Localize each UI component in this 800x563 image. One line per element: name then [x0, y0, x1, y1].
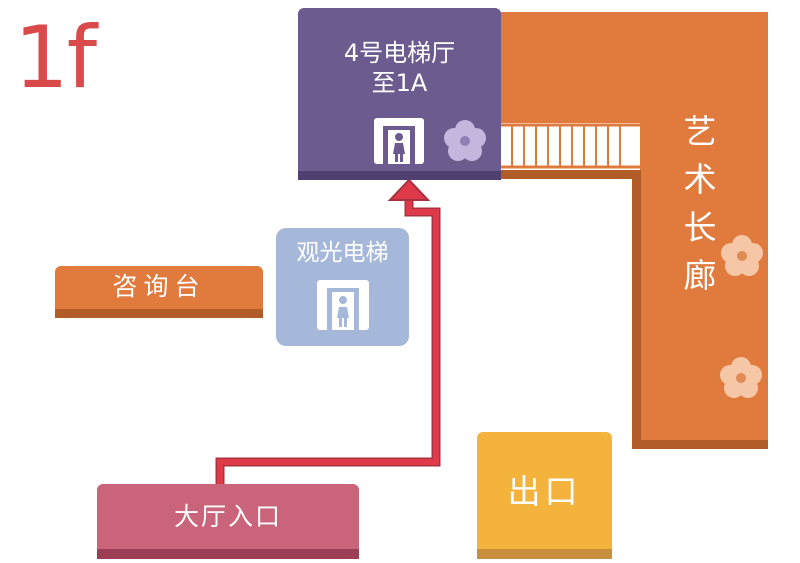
hall-entrance-title: 大厅入口 [173, 502, 282, 531]
art-corridor-char: 艺 [683, 112, 717, 151]
elevator-icon [317, 280, 369, 330]
elevator-hall-4-title: 4号电梯厅 至1A [298, 38, 501, 98]
corridor-shadow-left [632, 170, 641, 448]
info-desk[interactable]: 咨询台 [55, 266, 263, 318]
art-corridor-char: 廊 [683, 256, 717, 295]
hall-entrance[interactable]: 大厅入口 [97, 484, 359, 559]
exit[interactable]: 出口 [477, 432, 612, 559]
corridor-shadow-top [500, 170, 640, 179]
art-corridor-char: 术 [683, 160, 717, 199]
bridge-railing [500, 123, 640, 170]
observation-elevator-title: 观光电梯 [296, 240, 389, 266]
info-desk-title: 咨询台 [112, 272, 206, 301]
route-path [215, 178, 441, 486]
elevator-hall-4[interactable]: 4号电梯厅 至1A [298, 8, 501, 180]
exit-title: 出口 [507, 472, 582, 511]
flower-icon [720, 357, 762, 398]
observation-elevator[interactable]: 观光电梯 [276, 228, 409, 346]
corridor-shadow-bottom [632, 440, 768, 449]
flower-icon [721, 235, 763, 276]
art-corridor-char: 长 [683, 208, 717, 247]
elevator-hall-4-line2: 至1A [371, 69, 428, 97]
elevator-hall-4-line1: 4号电梯厅 [343, 39, 456, 67]
elevator-icon [374, 118, 424, 164]
flower-icon [444, 120, 486, 161]
art-corridor-label[interactable]: 艺 术 长 廊 [676, 108, 724, 300]
floor-label: 1f [14, 8, 97, 108]
route-arrow-icon [387, 178, 431, 201]
